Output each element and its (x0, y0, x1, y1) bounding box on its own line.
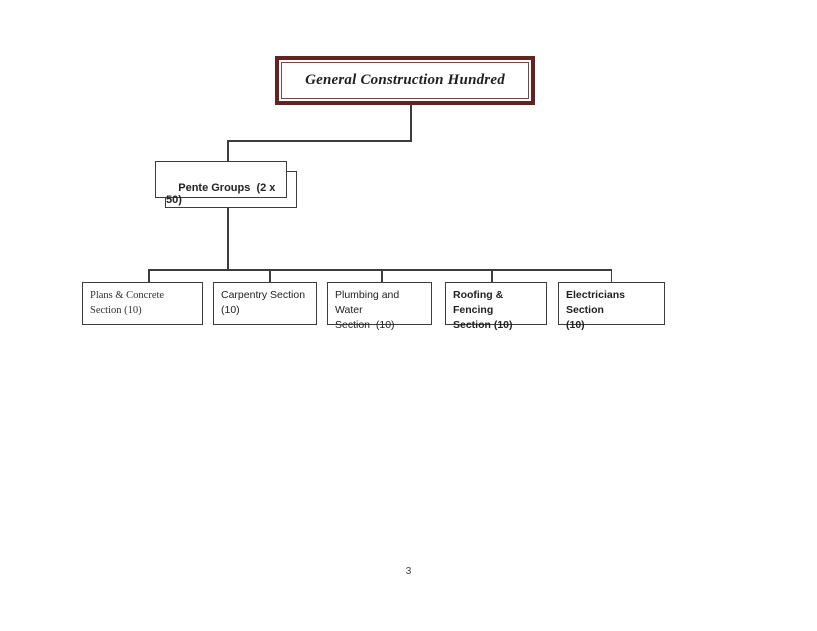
section-label-line2: (10) (221, 304, 240, 316)
connector-root-horizontal (227, 140, 412, 142)
section-label-line2: Section (10) (90, 305, 142, 316)
connector-pente-drop (227, 140, 229, 161)
org-node-general-construction: General Construction Hundred (275, 56, 535, 105)
org-node-title-label: General Construction Hundred (305, 72, 505, 88)
org-node-section-plumbing-water: Plumbing and Water Section (10) (327, 282, 432, 331)
connector-stub-electricians (610, 269, 612, 283)
connector-pente-vertical (227, 196, 229, 270)
page-number: 3 (405, 566, 412, 577)
section-label-line2: Section (10) (335, 319, 395, 331)
section-label-line1: Roofing & Fencing (453, 289, 507, 316)
connector-stub-plans (148, 269, 150, 283)
connector-root-vertical (410, 105, 412, 141)
connector-stub-carpentry (269, 269, 271, 283)
org-node-title-inner-border: General Construction Hundred (281, 62, 529, 99)
section-label-line2: Section (10) (453, 319, 513, 331)
connector-stub-roofing (491, 269, 493, 283)
org-node-section-electricians: Electricians Section (10) (558, 282, 665, 331)
section-label-line1: Electricians Section (566, 289, 628, 316)
section-label-line1: Carpentry Section (221, 289, 306, 301)
section-label-line1: Plumbing and Water (335, 289, 403, 316)
connector-stub-plumbing (381, 269, 383, 283)
section-label-line2: (10) (566, 319, 585, 331)
org-node-pente-groups-label: Pente Groups (2 x 50) (166, 182, 279, 206)
org-node-pente-groups: Pente Groups (2 x 50) (155, 161, 287, 206)
org-node-section-plans-concrete: Plans & Concrete Section (10) (82, 282, 203, 325)
org-node-section-carpentry: Carpentry Section (10) (213, 282, 317, 325)
section-label-line1: Plans & Concrete (90, 290, 165, 301)
connector-rail-horizontal (148, 269, 612, 271)
org-node-section-roofing-fencing: Roofing & Fencing Section (10) (445, 282, 547, 331)
